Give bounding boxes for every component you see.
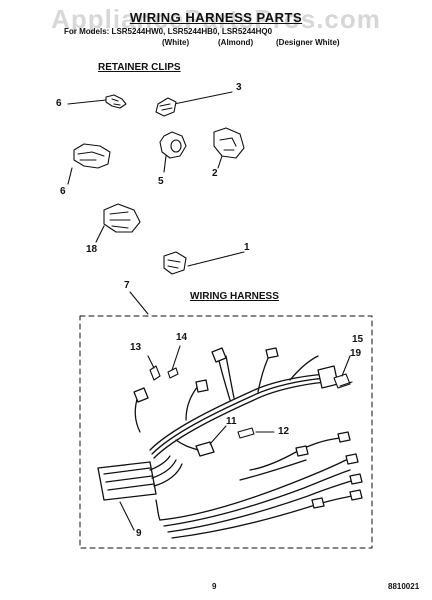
callout-9: 9 (136, 528, 142, 539)
part-2-clip (213, 127, 245, 169)
callout-1: 1 (244, 242, 250, 253)
color-white: (White) (162, 38, 190, 47)
section-wiring-harness: WIRING HARNESS (190, 291, 279, 302)
color-designer-white: (Designer White) (276, 38, 340, 47)
document-number: 8810021 (388, 582, 420, 591)
callout-13: 13 (130, 342, 142, 353)
callout-14: 14 (176, 332, 188, 343)
loose-terminal-parts (119, 345, 353, 531)
callout-18: 18 (86, 244, 98, 255)
part-1-clip (163, 251, 245, 275)
color-almond: (Almond) (218, 38, 254, 47)
callout-7: 7 (124, 280, 130, 291)
harness-box (79, 315, 373, 549)
part-3-clip (155, 91, 233, 117)
part-5-clip (67, 143, 111, 185)
callout-12: 12 (278, 426, 290, 437)
part-4-clip (159, 131, 187, 173)
callout-5: 6 (60, 186, 66, 197)
model-numbers: For Models: LSR5244HW0, LSR5244HB0, LSR5… (64, 27, 273, 36)
callout-2: 2 (212, 168, 218, 179)
wiring-harness-drawing (97, 347, 363, 539)
section-retainer-clips: RETAINER CLIPS (98, 62, 181, 73)
watermark-text: AppliancePartsPros.com (51, 4, 381, 34)
callout-4: 5 (158, 176, 164, 187)
page-title: WIRING HARNESS PARTS (129, 10, 303, 25)
callout-3: 3 (236, 82, 242, 93)
page-number: 9 (212, 582, 217, 591)
callout-11: 11 (226, 416, 237, 427)
callout-6: 6 (56, 98, 62, 109)
callout-19: 19 (350, 348, 362, 359)
part-6-clip (67, 94, 127, 109)
callout-15: 15 (352, 334, 364, 345)
part-18-clip (95, 203, 141, 243)
